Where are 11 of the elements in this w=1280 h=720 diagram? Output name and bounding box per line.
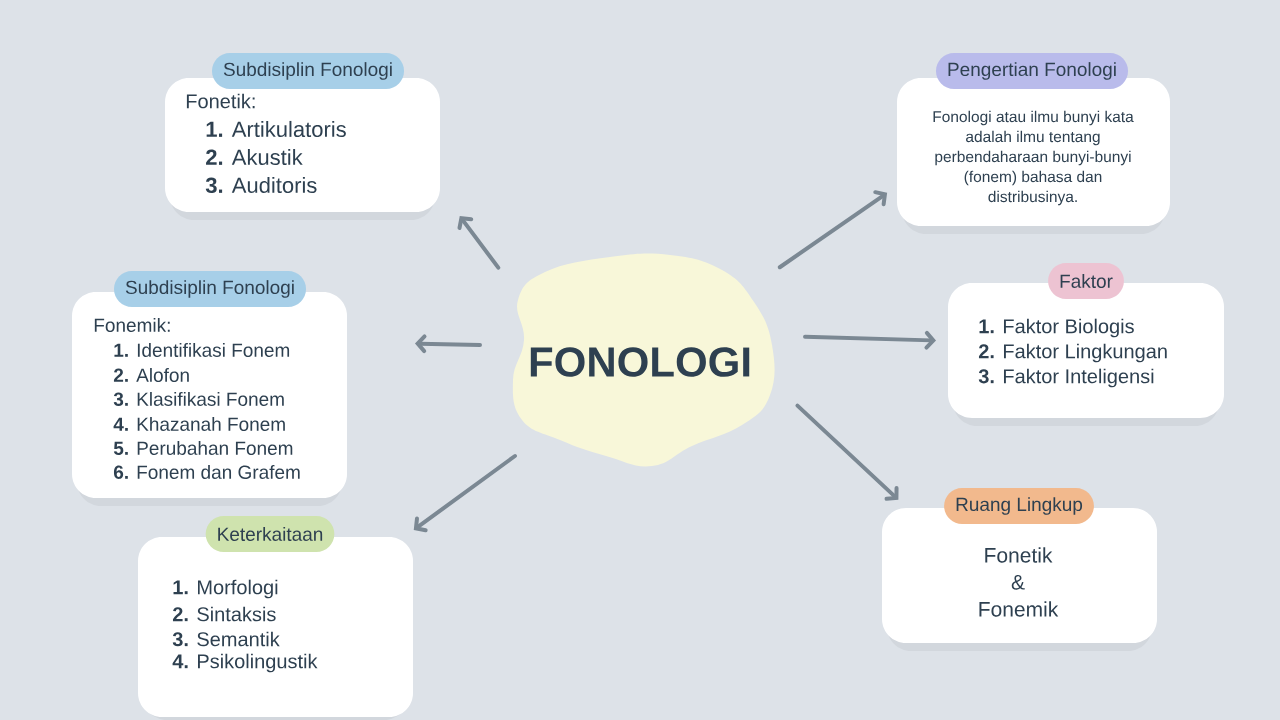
list-item: 3. Semantik [172, 631, 280, 647]
arrow [457, 216, 501, 270]
arrow [803, 330, 936, 350]
list-item: 2. Sintaksis [172, 606, 276, 622]
list-item: 4. Psikolingustik [172, 653, 318, 673]
central-blob: FONOLOGI [512, 253, 775, 467]
list-item: 1. Morfologi [173, 579, 278, 599]
arrow [795, 403, 899, 501]
arrow [777, 190, 888, 270]
arrow [413, 454, 517, 533]
arrow [415, 334, 482, 354]
